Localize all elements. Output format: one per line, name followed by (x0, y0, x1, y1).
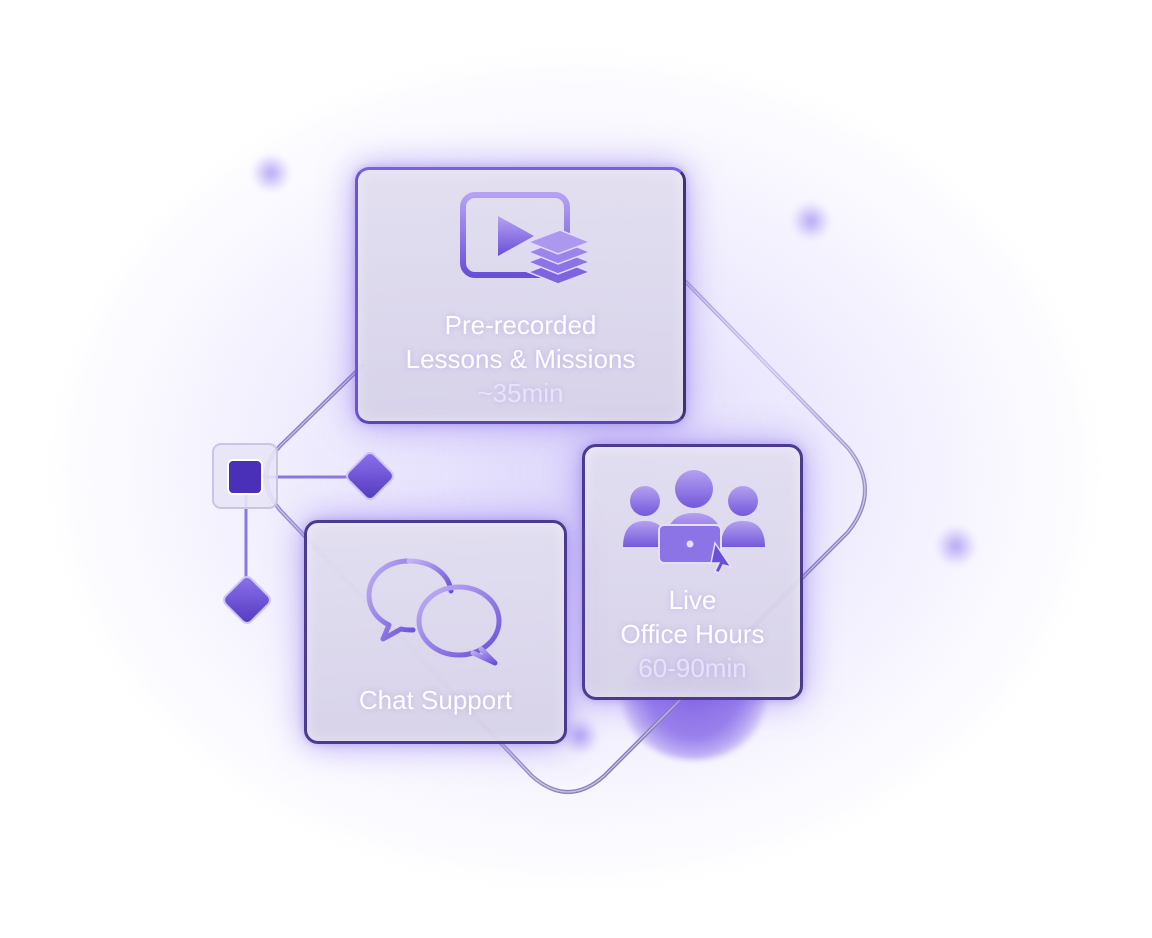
floating-orb (936, 526, 976, 566)
diamond-node-right (346, 452, 394, 500)
lessons-duration: ~35min (477, 378, 564, 408)
square-node (212, 443, 278, 509)
diamond-node-bottom (223, 576, 271, 624)
video-lessons-icon (460, 192, 593, 285)
floating-orb (562, 718, 598, 754)
chat-bubbles-icon (366, 558, 502, 666)
card-lessons: Pre-recorded Lessons & Missions ~35min (355, 167, 686, 424)
floating-orb (792, 202, 830, 240)
lessons-title-line1: Pre-recorded (444, 310, 597, 340)
chat-support-label: Chat Support (358, 685, 513, 715)
office-hours-title-line1: Live (668, 585, 717, 615)
card-office-hours: Live Office Hours 60-90min (582, 444, 803, 700)
card-chat-support: Chat Support (304, 520, 567, 744)
office-hours-title-line2: Office Hours (620, 619, 765, 649)
lessons-title-line2: Lessons & Missions (405, 344, 636, 374)
floating-orb (252, 154, 290, 192)
office-hours-duration: 60-90min (638, 653, 747, 683)
group-laptop-icon (623, 470, 765, 575)
